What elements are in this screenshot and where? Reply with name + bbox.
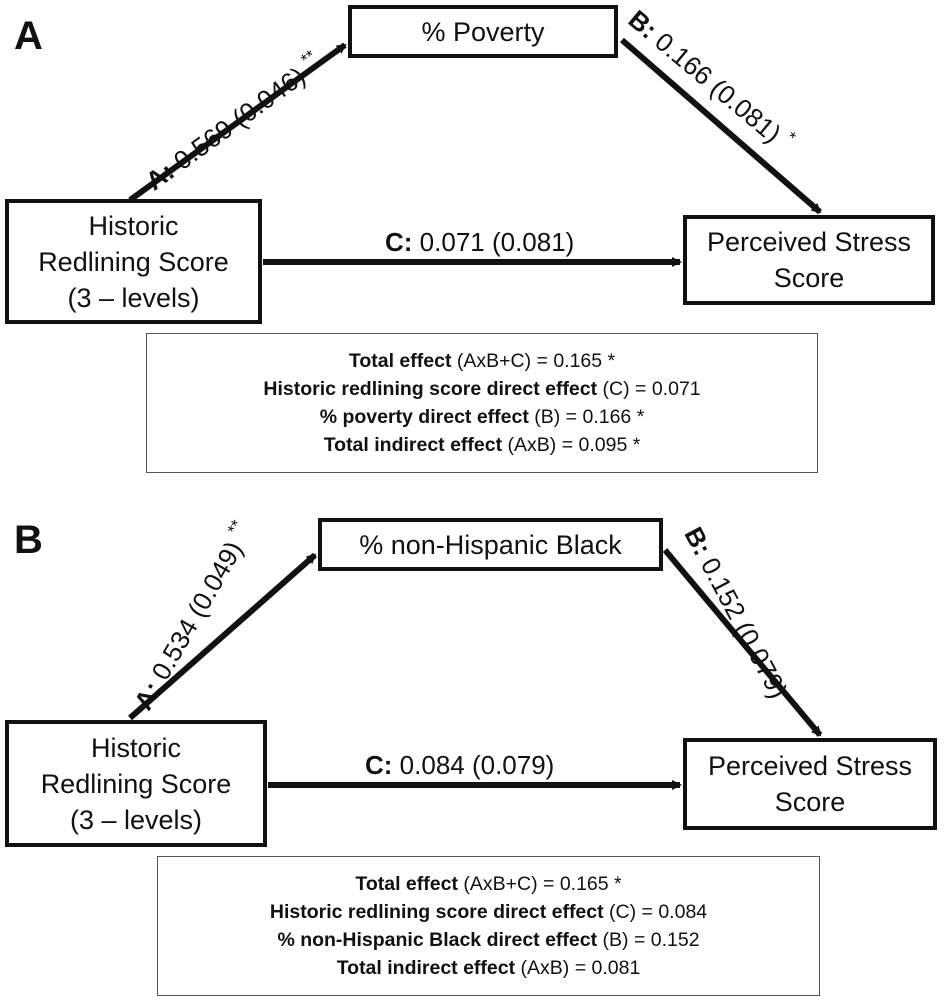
summary-term: Total indirect effect bbox=[336, 957, 516, 979]
outcome-box-a: Perceived Stress Score bbox=[683, 215, 935, 305]
summary-term: Historic redlining score direct effect bbox=[263, 378, 598, 400]
summary-term: % poverty direct effect bbox=[319, 406, 529, 428]
path-c-label-a: C: 0.071 (0.081) bbox=[385, 227, 574, 257]
path-c-key: C: bbox=[385, 227, 413, 257]
path-c-value: 0.084 (0.079) bbox=[399, 750, 555, 780]
exposure-box-a: Historic Redlining Score (3 – levels) bbox=[5, 199, 262, 324]
summary-value: (AxB) = 0.081 bbox=[515, 957, 641, 979]
exposure-box-b: Historic Redlining Score (3 – levels) bbox=[5, 720, 267, 847]
summary-term: Total effect bbox=[355, 873, 458, 895]
summary-value: (AxB) = 0.095 * bbox=[502, 434, 641, 456]
summary-box-b: Total effect (AxB+C) = 0.165 * Historic … bbox=[157, 856, 820, 996]
arrow-a-panel-a bbox=[128, 42, 347, 203]
panel-a-letter: A bbox=[14, 14, 43, 58]
arrow-b-panel-a bbox=[620, 37, 822, 215]
outcome-box-b: Perceived Stress Score bbox=[683, 738, 937, 830]
summary-term: Historic redlining score direct effect bbox=[269, 901, 604, 923]
summary-line: Historic redlining score direct effect (… bbox=[263, 375, 700, 403]
summary-value: (B) = 0.152 bbox=[597, 929, 700, 951]
summary-line: Historic redlining score direct effect (… bbox=[270, 898, 707, 926]
summary-value: (AxB+C) = 0.165 * bbox=[457, 873, 622, 895]
summary-line: Total indirect effect (AxB) = 0.081 bbox=[337, 954, 641, 982]
mediator-label: % non-Hispanic Black bbox=[359, 529, 622, 560]
summary-term: Total effect bbox=[348, 350, 452, 372]
panel-b-letter: B bbox=[14, 518, 43, 562]
summary-line: % non-Hispanic Black direct effect (B) =… bbox=[277, 926, 699, 954]
exposure-line-1: Historic bbox=[88, 210, 179, 241]
path-c-key: C: bbox=[365, 750, 393, 780]
arrow-b-panel-b bbox=[662, 548, 823, 737]
summary-box-a: Total effect (AxB+C) = 0.165 * Historic … bbox=[146, 333, 818, 473]
path-c-value: 0.071 (0.081) bbox=[419, 227, 575, 257]
summary-line: Total effect (AxB+C) = 0.165 * bbox=[349, 347, 615, 375]
summary-value: (B) = 0.166 * bbox=[528, 406, 645, 428]
summary-value: (AxB+C) = 0.165 * bbox=[451, 350, 616, 372]
exposure-line-3: (3 – levels) bbox=[69, 804, 203, 835]
mediator-box-a: % Poverty bbox=[348, 5, 618, 58]
outcome-line-2: Score bbox=[774, 787, 846, 817]
exposure-line-3: (3 – levels) bbox=[67, 282, 200, 313]
summary-line: Total indirect effect (AxB) = 0.095 * bbox=[324, 431, 641, 459]
summary-line: % poverty direct effect (B) = 0.166 * bbox=[320, 403, 645, 431]
summary-value: (C) = 0.071 bbox=[597, 378, 701, 400]
mediator-box-b: % non-Hispanic Black bbox=[318, 518, 663, 571]
arrow-a-panel-b bbox=[128, 552, 317, 721]
summary-term: Total indirect effect bbox=[323, 434, 503, 456]
summary-line: Total effect (AxB+C) = 0.165 * bbox=[355, 870, 621, 898]
exposure-line-2: Redlining Score bbox=[40, 768, 232, 799]
exposure-line-2: Redlining Score bbox=[38, 246, 229, 277]
outcome-line-2: Score bbox=[773, 263, 845, 293]
summary-term: % non-Hispanic Black direct effect bbox=[277, 929, 598, 951]
path-c-label-b: C: 0.084 (0.079) bbox=[365, 750, 554, 780]
summary-value: (C) = 0.084 bbox=[603, 901, 708, 923]
exposure-line-1: Historic bbox=[90, 732, 181, 763]
mediator-label: % Poverty bbox=[421, 16, 545, 47]
outcome-line-1: Perceived Stress bbox=[707, 751, 913, 781]
outcome-line-1: Perceived Stress bbox=[706, 227, 912, 257]
